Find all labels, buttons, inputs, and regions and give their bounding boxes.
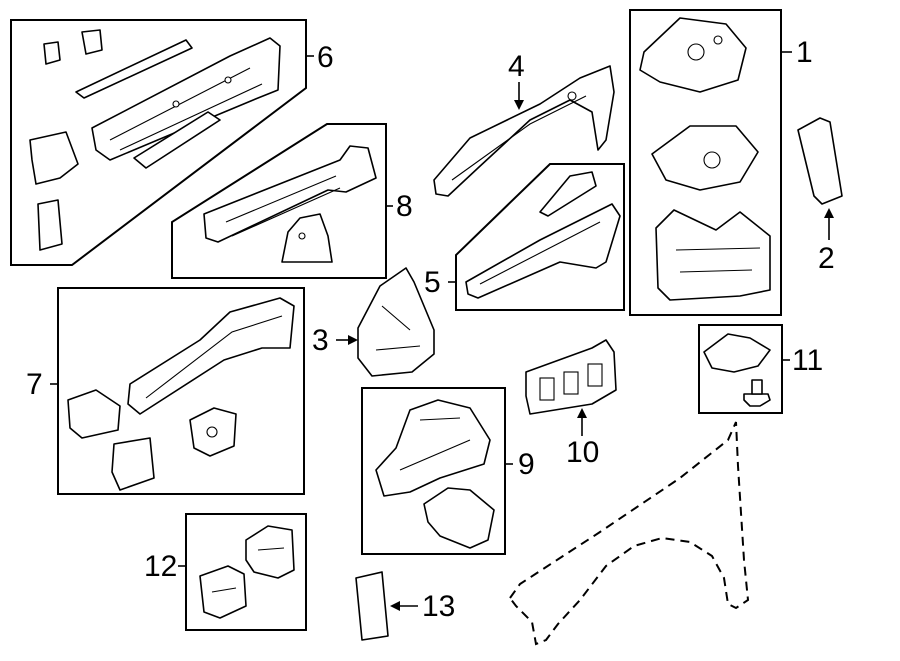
group-11-box [698, 324, 783, 414]
apron-detail [675, 247, 761, 273]
group-6-box [10, 19, 307, 266]
hole [587, 363, 603, 387]
group-9-box [361, 387, 506, 555]
bracket-part [29, 131, 79, 185]
group-7-box [57, 287, 305, 495]
arrow-head [514, 100, 524, 110]
part-group-1[interactable] [629, 9, 792, 316]
callout-3[interactable]: 3 [312, 324, 329, 357]
hole [298, 232, 306, 240]
bracket-part [423, 487, 495, 549]
callout-11[interactable]: 11 [792, 344, 823, 377]
part-group-5[interactable] [448, 163, 625, 311]
callout-6[interactable]: 6 [317, 41, 334, 74]
part-10[interactable] [525, 339, 617, 436]
fastener-part [743, 393, 771, 407]
group-8-box [171, 123, 387, 279]
bracket-part [375, 399, 491, 497]
hole [687, 43, 705, 61]
part-group-7[interactable] [50, 287, 305, 495]
bracket-detail [399, 417, 471, 471]
hole [224, 76, 232, 84]
rail-detail [145, 315, 283, 399]
callout-8[interactable]: 8 [396, 190, 413, 223]
hole [703, 151, 721, 169]
clip-part [43, 41, 61, 65]
hole [567, 91, 577, 101]
hole [713, 35, 723, 45]
bracket-part [67, 389, 121, 439]
part-13[interactable] [355, 571, 418, 641]
rail-part [133, 111, 221, 169]
rail-detail [225, 175, 341, 237]
rail-part [75, 39, 193, 99]
frame-rail-part [91, 37, 281, 161]
callout-5[interactable]: 5 [424, 266, 441, 299]
fastener-part [751, 379, 763, 395]
arrow-head [824, 208, 834, 218]
rail-detail [451, 95, 587, 181]
callout-2[interactable]: 2 [818, 242, 835, 275]
hole [172, 100, 180, 108]
insulator-part [355, 571, 389, 641]
bracket-part [281, 213, 333, 263]
fender-outline [508, 421, 750, 646]
pillar-part [797, 117, 843, 205]
bracket-part [111, 437, 155, 491]
callout-12[interactable]: 12 [144, 550, 177, 583]
callout-1[interactable]: 1 [796, 36, 813, 69]
hole [563, 371, 579, 395]
bracket-part [199, 565, 247, 619]
callout-9[interactable]: 9 [518, 448, 535, 481]
callout-7[interactable]: 7 [26, 368, 43, 401]
bracket-detail [375, 305, 421, 351]
callout-10[interactable]: 10 [566, 436, 599, 469]
group-1-box [629, 9, 782, 316]
bracket-part [357, 267, 435, 377]
callout-4[interactable]: 4 [508, 50, 525, 83]
clip-part [81, 29, 103, 55]
group-12-box [185, 513, 307, 631]
hole [206, 426, 218, 438]
part-2[interactable] [797, 117, 843, 240]
part-group-9[interactable] [361, 387, 513, 555]
fender-dashed-path [508, 421, 750, 646]
part-group-6[interactable] [10, 19, 314, 266]
callout-13[interactable]: 13 [422, 590, 455, 623]
part-group-11[interactable] [698, 324, 790, 414]
rail-part [203, 145, 377, 243]
rail-detail [479, 221, 601, 285]
part-3[interactable] [336, 267, 435, 377]
arrow-head [577, 408, 587, 418]
hole [539, 377, 555, 401]
bracket-detail [211, 547, 285, 593]
part-group-8[interactable] [171, 123, 393, 279]
bracket-part [539, 171, 597, 217]
group-5-box [455, 163, 625, 311]
arrow-head [390, 601, 400, 611]
apron-part [655, 209, 771, 301]
part-4[interactable] [433, 65, 615, 197]
bracket-part [703, 333, 771, 373]
part-group-12[interactable] [178, 513, 307, 631]
bracket-part [37, 199, 63, 251]
bracket-part [245, 525, 295, 579]
frame-rail-part [127, 297, 295, 415]
arrow-head [348, 335, 358, 345]
